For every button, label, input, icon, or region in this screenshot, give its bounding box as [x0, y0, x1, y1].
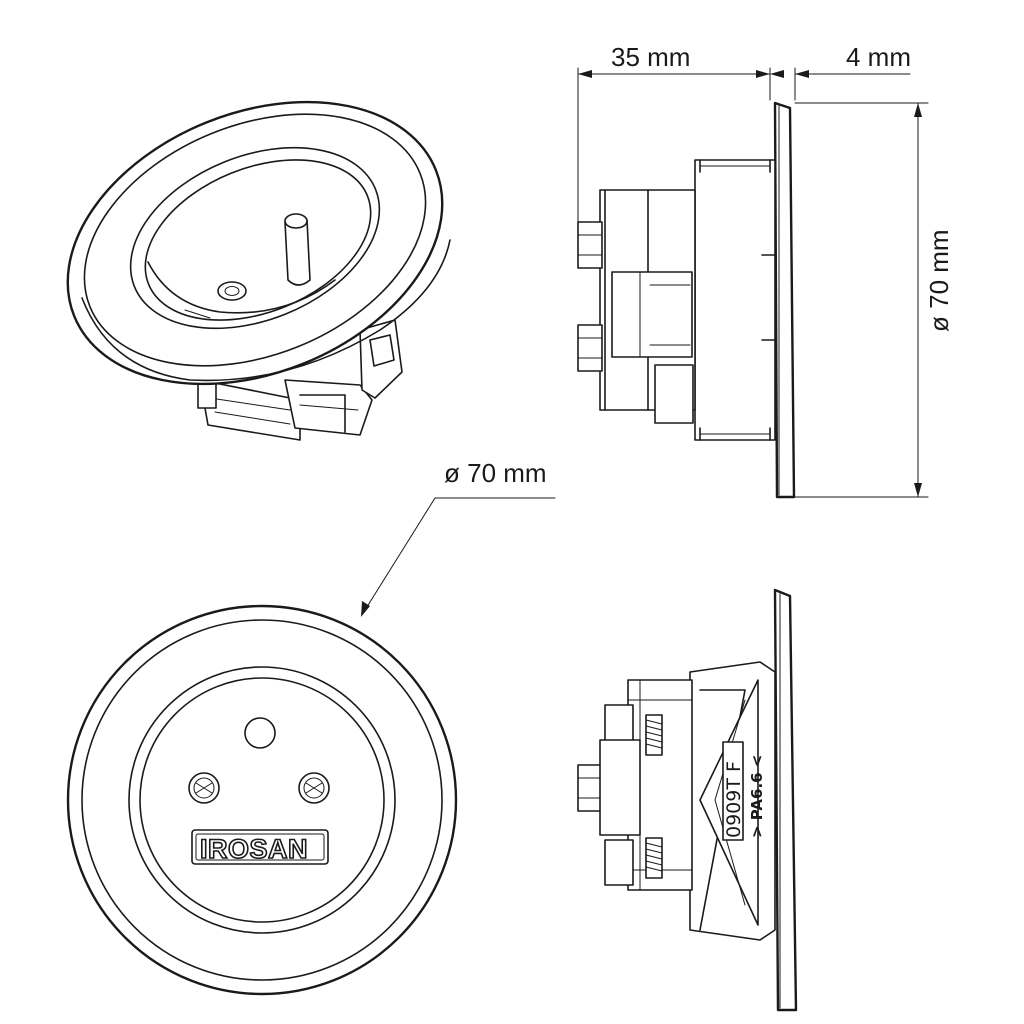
depth-dimension: 35 mm: [577, 42, 771, 223]
part-marking: 0909T F > PA6.6 <: [722, 741, 766, 841]
brand-logo: IROSAN: [200, 834, 308, 864]
side-view-rotated: 0909T F > PA6.6 <: [577, 588, 798, 1012]
side-view: [577, 101, 796, 499]
front-diameter-label: ø 70 mm: [444, 458, 547, 488]
threaded-terminal-bottom-icon: [645, 837, 663, 879]
front-diameter-dimension: ø 70 mm: [361, 458, 556, 617]
threaded-terminal-top-icon: [645, 714, 663, 756]
depth-label: 35 mm: [611, 42, 690, 72]
side-view-screws: [577, 221, 603, 372]
front-view: IROSAN: [66, 604, 458, 996]
isometric-earth-pin: [284, 213, 311, 286]
plate-thickness-dimension: 4 mm: [770, 42, 911, 101]
right-socket-hole-icon: [298, 772, 330, 804]
isometric-view: [66, 100, 451, 441]
part-code: 0909T F: [723, 761, 745, 838]
isometric-socket-well: [147, 261, 336, 319]
left-socket-hole-icon: [188, 772, 220, 804]
side-diameter-dimension: ø 70 mm: [794, 102, 954, 498]
side-diameter-label: ø 70 mm: [924, 229, 954, 332]
material-code: > PA6.6 <: [748, 755, 766, 838]
isometric-rear-mechanism: [197, 319, 403, 441]
isometric-plate: [66, 100, 451, 386]
plate-thickness-label: 4 mm: [846, 42, 911, 72]
earth-pin-icon: [244, 717, 276, 749]
